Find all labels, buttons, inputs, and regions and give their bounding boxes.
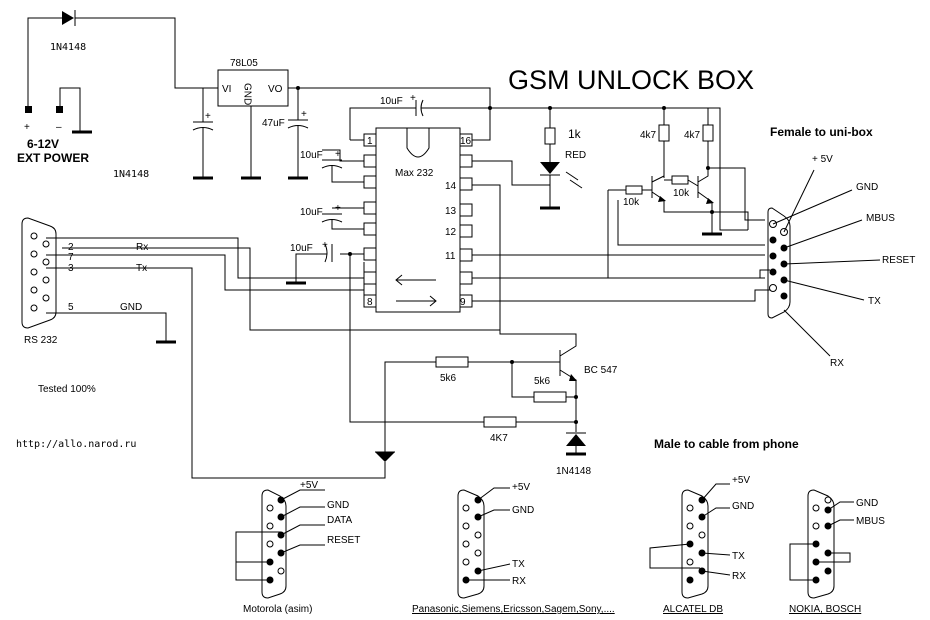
regulator-vi-label: VI [222, 84, 231, 95]
female-gnd-label: GND [856, 182, 878, 193]
minus-label: – [56, 122, 62, 133]
cap-2-label: 10uF [300, 207, 323, 218]
led-branch: 1k RED [472, 106, 748, 231]
female-tx-label: TX [868, 296, 881, 307]
panasonic-5v-label: +5V [512, 482, 530, 493]
regulator-78l05: 78L05 VI GND VO [217, 58, 492, 180]
input-capacitor: + [192, 88, 214, 180]
female-5v-label: + 5V [812, 154, 833, 165]
panasonic-caption: Panasonic,Siemens,Ericsson,Sagem,Sony,..… [412, 604, 615, 615]
alcatel-gnd-label: GND [732, 501, 754, 512]
capacitor-47uf: + 47uF [262, 88, 309, 180]
panasonic-tx-label: TX [512, 559, 525, 570]
cap-47uf-label: 47uF [262, 118, 285, 129]
motorola-reset-label: RESET [327, 535, 360, 546]
panasonic-rx-label: RX [512, 576, 526, 587]
regulator-gnd-label: GND [242, 83, 253, 105]
motorola-caption: Motorola (asim) [243, 604, 312, 615]
diagram-title: GSM UNLOCK BOX [508, 65, 754, 95]
female-db9-connector: Female to uni-box + 5V GND MBUS RESET TX… [767, 125, 915, 369]
diode-note-label: 1N4148 [113, 169, 149, 180]
nokia-mbus-label: MBUS [856, 516, 885, 527]
pin-12-label: 12 [445, 227, 457, 238]
alcatel-rx-label: RX [732, 571, 746, 582]
cap-3-label: 10uF [290, 243, 313, 254]
rs232-connector: RS 232 2 7 3 5 Rx Tx GND [21, 217, 386, 479]
input-diode-label: 1N4148 [50, 42, 86, 53]
led-color-label: RED [565, 150, 586, 161]
pin-13-label: 13 [445, 206, 457, 217]
svg-text:+: + [410, 93, 416, 104]
nokia-caption: NOKIA, BOSCH [789, 604, 861, 615]
rs232-tx-label: Tx [136, 263, 147, 274]
resistor-5k6a-label: 5k6 [440, 373, 457, 384]
svg-text:+: + [322, 240, 328, 251]
rs232-pin7-label: 7 [68, 252, 74, 263]
transistor-label: BC 547 [584, 365, 618, 376]
resistor-4k7b-label: 4k7 [684, 130, 701, 141]
ic-to-female-wires [62, 184, 770, 331]
regulator-part-label: 78L05 [230, 58, 258, 69]
cap-top-label: 10uF [380, 96, 403, 107]
alcatel-connector: +5V GND TX RX ALCATEL DB [649, 475, 754, 615]
alcatel-5v-label: +5V [732, 475, 750, 486]
rs232-label: RS 232 [24, 335, 58, 346]
svg-text:+: + [301, 109, 307, 120]
regulator-vo-label: VO [268, 84, 283, 95]
rs232-rx-label: Rx [136, 242, 148, 253]
bc547-stage: 5k6 5k6 BC 547 4K7 1N4148 [349, 254, 618, 477]
alcatel-caption: ALCATEL DB [663, 604, 723, 615]
motorola-gnd-label: GND [327, 500, 349, 511]
power-input: 1N4148 + – 6-12V EXT POWER 1N4148 [17, 10, 218, 180]
led-resistor-label: 1k [568, 127, 582, 141]
tested-label: Tested 100% [38, 384, 96, 395]
svg-text:+: + [335, 203, 341, 214]
nokia-gnd-label: GND [856, 498, 878, 509]
female-mbus-label: MBUS [866, 213, 895, 224]
pin-14-label: 14 [445, 181, 457, 192]
pin-8-label: 8 [367, 297, 373, 308]
url-label: http://allo.narod.ru [16, 439, 136, 450]
resistor-10kb-label: 10k [673, 188, 690, 199]
rs232-pin3-label: 3 [68, 263, 74, 274]
rs232-gnd-label: GND [120, 302, 142, 313]
ic-name-label: Max 232 [395, 168, 434, 179]
pin-11-label: 11 [445, 251, 456, 262]
diode2-label: 1N4148 [556, 466, 591, 477]
male-title-label: Male to cable from phone [654, 437, 799, 451]
motorola-data-label: DATA [327, 515, 353, 526]
rs232-pin5-label: 5 [68, 302, 74, 313]
alcatel-tx-label: TX [732, 551, 745, 562]
female-reset-label: RESET [882, 255, 915, 266]
panasonic-connector: +5V GND TX RX Panasonic,Siemens,Ericsson… [412, 482, 615, 615]
female-title-label: Female to uni-box [770, 125, 873, 139]
pin-16-label: 16 [460, 136, 472, 147]
resistor-4k7c-label: 4K7 [490, 433, 508, 444]
rs232-pin2-label: 2 [68, 242, 74, 253]
panasonic-gnd-label: GND [512, 505, 534, 516]
capacitor-top: + 10uF [349, 93, 491, 141]
resistor-4k7a-label: 4k7 [640, 130, 657, 141]
motorola-connector: +5V GND DATA RESET Motorola (asim) [235, 480, 360, 615]
female-rx-label: RX [830, 358, 844, 369]
ic-left-capacitors: + 10uF + 10uF + 10uF [286, 149, 364, 285]
max232-ic: Max 232 1 8 16 14 13 12 11 9 [350, 127, 473, 313]
pin-1-label: 1 [367, 136, 373, 147]
voltage-label: 6-12V [27, 137, 59, 151]
resistor-10ka-label: 10k [623, 197, 640, 208]
transistor-network: 4k7 4k7 10k 10k [607, 108, 765, 279]
motorola-5v-label: +5V [300, 480, 318, 491]
plus-label: + [24, 122, 30, 133]
svg-text:+: + [335, 149, 341, 160]
cap-1-label: 10uF [300, 150, 323, 161]
resistor-5k6b-label: 5k6 [534, 376, 551, 387]
svg-text:+: + [205, 111, 211, 122]
ext-power-label: EXT POWER [17, 151, 89, 165]
nokia-connector: GND MBUS NOKIA, BOSCH [789, 489, 885, 615]
pin-9-label: 9 [460, 297, 466, 308]
